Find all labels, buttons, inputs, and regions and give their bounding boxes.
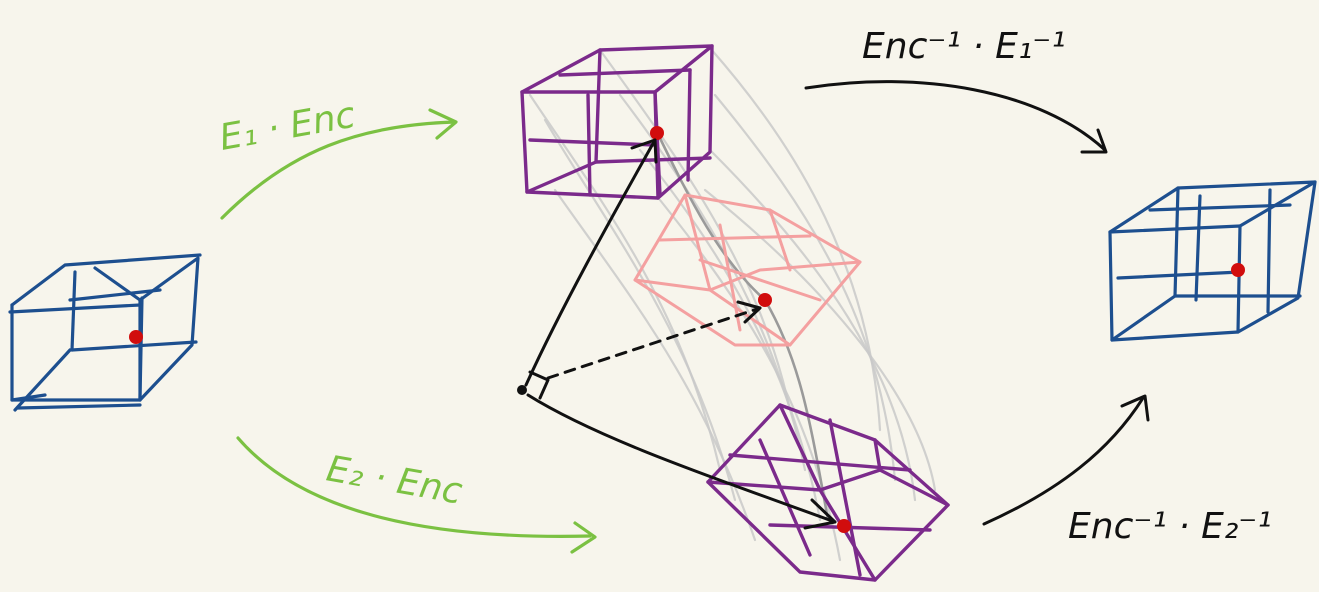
vector-to-interpolated-point-head	[736, 300, 762, 324]
arrow-enc-inv-e2-inv-head	[1120, 394, 1150, 422]
vector-to-e1-point-head	[630, 138, 658, 164]
interpolated-cube	[633, 193, 862, 347]
arrow-e1-enc-head	[428, 108, 458, 140]
arrow-e2-enc	[236, 436, 592, 538]
output-cube	[1108, 180, 1317, 342]
label-e2-enc: E₂ · Enc	[323, 448, 465, 512]
vector-to-e1-point	[524, 138, 657, 387]
output-point	[1231, 263, 1245, 277]
label-e1-enc: E₁ · Enc	[216, 95, 358, 159]
vector-to-e2-point	[526, 393, 837, 524]
input-point	[129, 330, 143, 344]
interpolated-point	[758, 293, 772, 307]
input-cube	[8, 253, 202, 412]
arrow-e1-enc	[220, 120, 457, 220]
arrow-enc-inv-e1-inv	[804, 80, 1107, 152]
vector-to-interpolated-point	[546, 306, 762, 380]
latent-cube-e2	[706, 403, 950, 582]
latent-cube-e1	[520, 44, 714, 200]
arrow-enc-inv-e1-inv-head	[1080, 128, 1108, 154]
latent-point-e1	[650, 126, 664, 140]
arrow-e2-enc-head	[570, 521, 597, 554]
label-enc-inv-e2-inv: Enc⁻¹ · E₂⁻¹	[1068, 506, 1272, 547]
label-enc-inv-e1-inv: Enc⁻¹ · E₁⁻¹	[862, 26, 1066, 67]
latent-point-e2	[837, 519, 851, 533]
arrow-enc-inv-e2-inv	[982, 396, 1145, 526]
vector-to-e2-point-head	[803, 498, 837, 530]
right-angle-mark	[528, 370, 550, 400]
origin-point	[517, 385, 527, 395]
